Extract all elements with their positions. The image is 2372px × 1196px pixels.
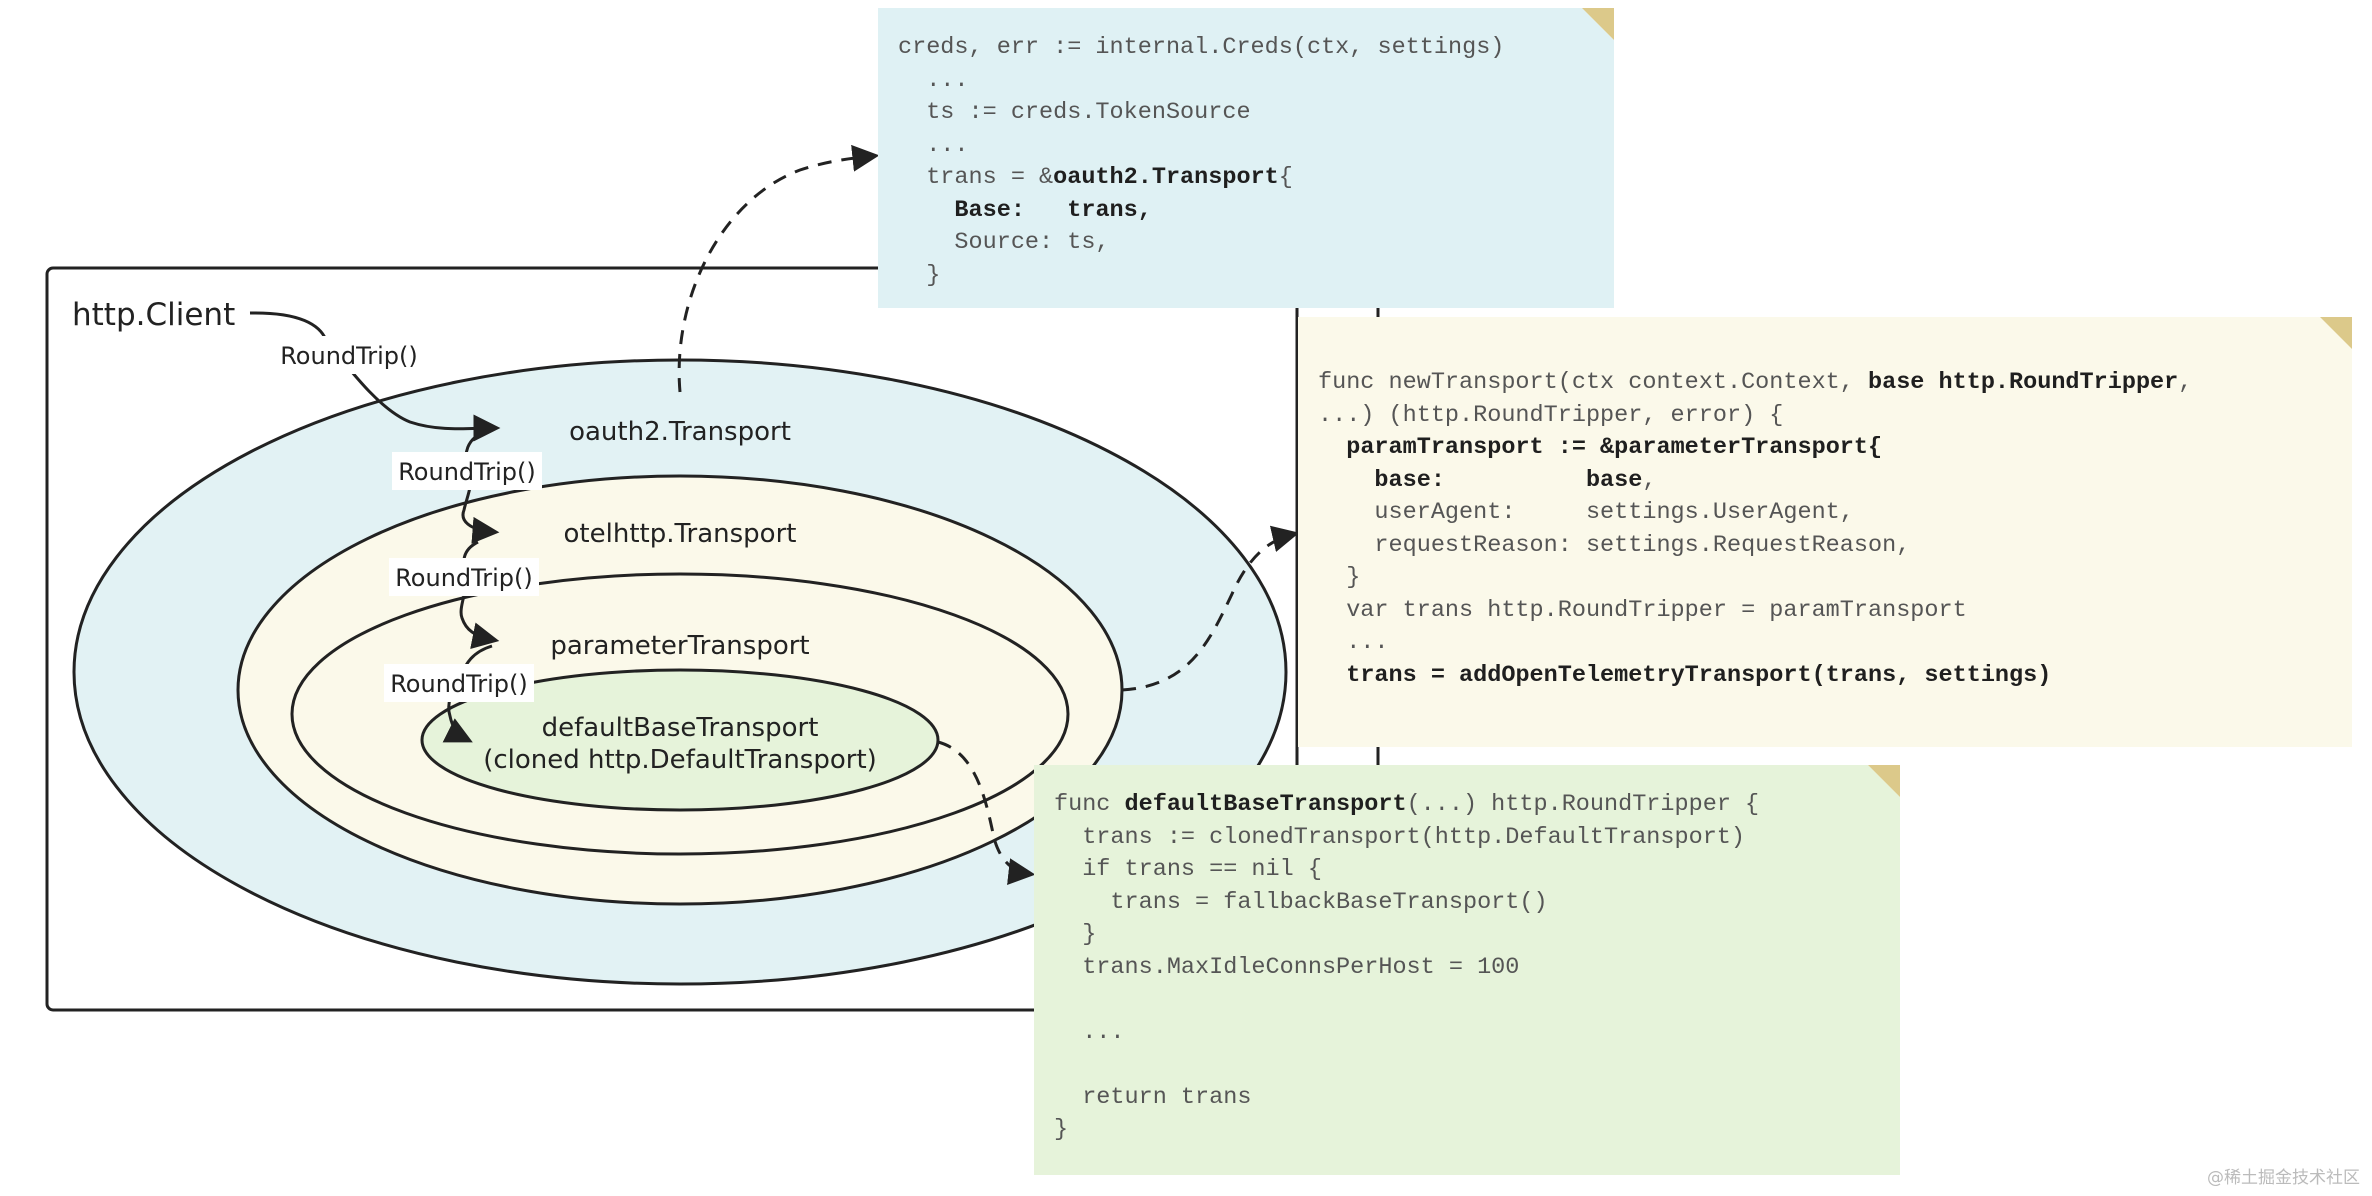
code-token: } <box>1054 1116 1069 1143</box>
default-base-transport-label: defaultBaseTransport <box>542 713 819 743</box>
note-fold-corner <box>2320 317 2352 349</box>
code-line: } <box>1054 1116 1068 1143</box>
roundtrip-arrow-client <box>249 311 501 442</box>
code-line: if trans == nil { <box>1054 856 1322 883</box>
code-token <box>1318 662 1346 689</box>
code-token: ... <box>1054 1018 1125 1046</box>
code-token: requestReason: settings.RequestReason, <box>1318 531 1911 559</box>
roundtrip-label-2: RoundTrip() <box>398 458 536 486</box>
code-line: trans = addOpenTelemetryTransport(trans,… <box>1318 662 2051 689</box>
code-token: (...) http.RoundTripper { <box>1406 791 1760 818</box>
code-token: , <box>2178 369 2193 396</box>
code-line: ... <box>898 66 969 94</box>
roundtrip-label-bg <box>392 452 542 490</box>
code-token <box>1318 467 1374 494</box>
code-token-bold: oauth2.Transport <box>1053 164 1279 191</box>
code-line: } <box>1054 921 1096 948</box>
code-line: ... <box>1054 1018 1125 1046</box>
code-block: creds, err := internal.Creds(ctx, settin… <box>898 32 1594 292</box>
code-token: } <box>1054 921 1097 948</box>
roundtrip-label-bg <box>274 336 424 374</box>
code-token-bold: defaultBaseTransport <box>1124 791 1407 818</box>
watermark: @稀土掘金技术社区 <box>2207 1168 2360 1188</box>
code-line: trans.MaxIdleConnsPerHost = 100 <box>1054 954 1519 981</box>
code-line: return trans <box>1054 1084 1251 1111</box>
code-token: , <box>1642 466 1657 494</box>
code-token-bold: base http.RoundTripper <box>1868 369 2179 396</box>
code-token: trans := clonedTransport(http.DefaultTra… <box>1054 823 1746 851</box>
roundtrip-label-3: RoundTrip() <box>395 564 533 592</box>
code-line: ... <box>1318 629 1389 656</box>
code-token <box>898 197 954 224</box>
code-line: ts := creds.TokenSource <box>898 99 1251 126</box>
code-line: func newTransport(ctx context.Context, b… <box>1318 369 2192 396</box>
otelhttp-transport-label: otelhttp.Transport <box>564 519 797 549</box>
roundtrip-label-bg <box>389 558 539 596</box>
code-line: ... <box>898 131 969 159</box>
dashed-link-defaultbase-note <box>937 740 1036 886</box>
code-token-bold: Base: trans, <box>954 196 1152 224</box>
roundtrip-label-4: RoundTrip() <box>390 670 528 698</box>
newtransport-code-note: func newTransport(ctx context.Context, b… <box>1298 317 2352 747</box>
code-token: ts := creds.TokenSource <box>898 99 1251 126</box>
code-block: func defaultBaseTransport(...) http.Roun… <box>1054 789 1880 1147</box>
oauth2-transport-label: oauth2.Transport <box>569 417 791 447</box>
code-token-bold: base: base <box>1374 466 1643 494</box>
code-token: trans.MaxIdleConnsPerHost = 100 <box>1054 953 1520 981</box>
code-token: var trans http.RoundTripper = paramTrans… <box>1318 596 1967 624</box>
dashed-link-newtransport-note <box>1121 525 1300 692</box>
parameter-transport-label: parameterTransport <box>550 631 809 661</box>
http-client-box <box>45 266 1299 1012</box>
code-token: } <box>898 261 941 289</box>
code-block: func newTransport(ctx context.Context, b… <box>1318 367 2332 692</box>
code-token: } <box>1318 564 1361 591</box>
code-line: ...) (http.RoundTripper, error) { <box>1318 402 1783 429</box>
code-token <box>1318 434 1346 461</box>
code-token: func newTransport(ctx context.Context, <box>1318 369 1868 396</box>
code-token: creds, err := internal.Creds(ctx, settin… <box>898 34 1505 61</box>
default-base-transport-ellipse <box>420 668 940 812</box>
code-line: Base: trans, <box>898 196 1152 224</box>
roundtrip-label-bg <box>384 664 534 702</box>
code-token: trans = & <box>898 164 1054 191</box>
default-base-transport-sublabel: (cloned http.DefaultTransport) <box>483 745 877 775</box>
http-client-label: http.Client <box>72 297 235 333</box>
note-fold-corner <box>1582 8 1614 40</box>
code-token: ... <box>898 66 969 94</box>
code-line: var trans http.RoundTripper = paramTrans… <box>1318 597 1967 624</box>
code-token: trans = fallbackBaseTransport() <box>1054 888 1548 916</box>
code-token-bold: trans = addOpenTelemetryTransport(trans,… <box>1346 661 2052 689</box>
code-token: if trans == nil { <box>1054 856 1322 883</box>
dashed-link-oauth2-note <box>677 144 880 393</box>
code-line: } <box>898 262 940 289</box>
oauth2-code-note: creds, err := internal.Creds(ctx, settin… <box>878 8 1614 308</box>
code-token-bold: paramTransport := &parameterTransport{ <box>1346 434 1883 461</box>
code-token: func <box>1054 791 1125 818</box>
code-line: trans = fallbackBaseTransport() <box>1054 888 1548 916</box>
code-line: trans := clonedTransport(http.DefaultTra… <box>1054 824 1745 851</box>
code-line: userAgent: settings.UserAgent, <box>1318 499 1854 526</box>
code-token: return trans <box>1054 1083 1252 1111</box>
code-line: Source: ts, <box>898 229 1110 256</box>
code-line: trans = &oauth2.Transport{ <box>898 164 1293 191</box>
code-token: ... <box>1318 629 1389 656</box>
roundtrip-arrow-oauth2 <box>461 428 500 544</box>
code-line: func defaultBaseTransport(...) http.Roun… <box>1054 791 1759 818</box>
roundtrip-label-1: RoundTrip() <box>280 342 418 370</box>
code-token: { <box>1278 164 1293 191</box>
code-line: requestReason: settings.RequestReason, <box>1318 532 1910 559</box>
defaultbasetransport-code-note: func defaultBaseTransport(...) http.Roun… <box>1034 765 1900 1175</box>
code-line: paramTransport := &parameterTransport{ <box>1318 434 1882 461</box>
roundtrip-arrow-otelhttp <box>459 540 500 649</box>
code-line: base: base, <box>1318 467 1656 494</box>
code-token: Source: ts, <box>898 229 1110 256</box>
code-line: } <box>1318 564 1360 591</box>
code-token: ... <box>898 131 969 159</box>
note-fold-corner <box>1868 765 1900 797</box>
code-token: ...) (http.RoundTripper, error) { <box>1318 401 1784 429</box>
code-line: creds, err := internal.Creds(ctx, settin… <box>898 34 1504 61</box>
code-token: userAgent: settings.UserAgent, <box>1318 499 1854 526</box>
